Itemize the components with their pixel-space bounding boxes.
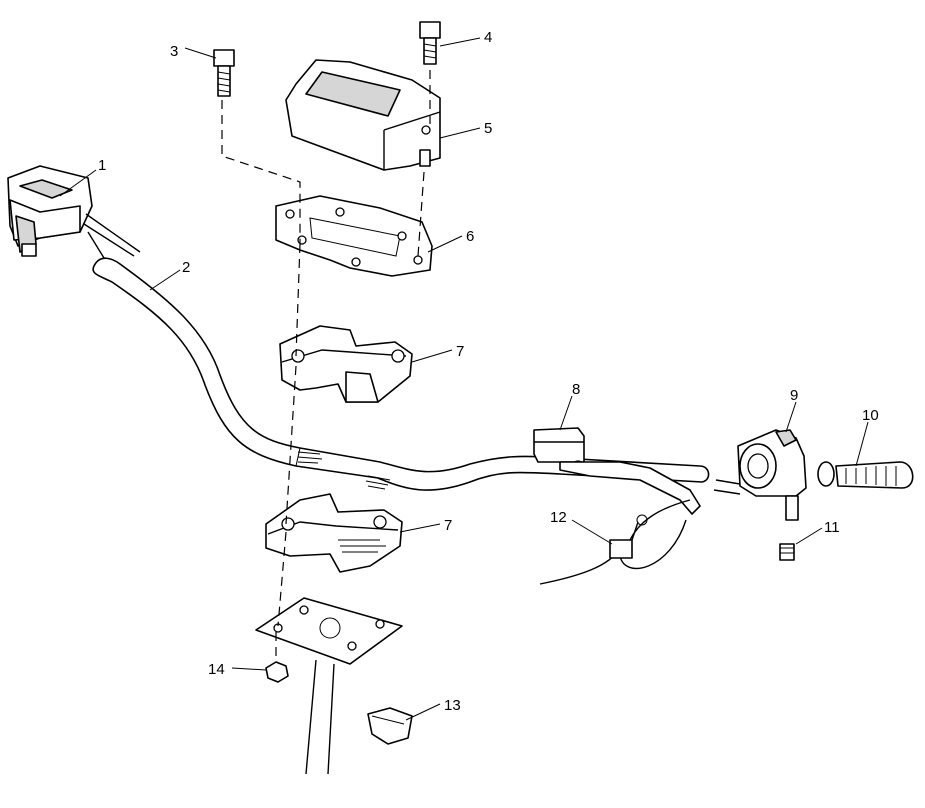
part-9-switch-housing bbox=[713, 429, 807, 521]
part-1-throttle-housing bbox=[7, 165, 141, 259]
leader-lines bbox=[59, 37, 869, 721]
part-5-cover bbox=[285, 59, 441, 171]
part-10-grip bbox=[817, 461, 914, 489]
part-13-clamp bbox=[367, 707, 413, 745]
callout-7-upper: 7 bbox=[456, 343, 464, 360]
callout-4: 4 bbox=[484, 29, 492, 46]
part-7-upper-clamp bbox=[279, 325, 413, 403]
callout-1: 1 bbox=[98, 157, 106, 174]
part-2-handlebar bbox=[92, 257, 710, 491]
callout-12: 12 bbox=[550, 509, 567, 526]
part-11-screw bbox=[779, 543, 795, 561]
part-3-bolt bbox=[213, 49, 235, 97]
part-14-nut bbox=[265, 661, 289, 683]
brake-lever bbox=[559, 461, 701, 515]
part-7-lower-clamp bbox=[265, 493, 403, 573]
callout-8: 8 bbox=[572, 381, 580, 398]
part-4-bolt bbox=[419, 21, 441, 65]
steering-post-plate bbox=[255, 597, 403, 775]
callout-2: 2 bbox=[182, 259, 190, 276]
callout-9: 9 bbox=[790, 387, 798, 404]
callout-5: 5 bbox=[484, 120, 492, 137]
callouts: 1 2 3 4 5 6 7 7 8 9 10 11 12 13 14 bbox=[98, 29, 879, 714]
assembly-lines bbox=[221, 70, 431, 662]
callout-3: 3 bbox=[170, 43, 178, 60]
callout-7-lower: 7 bbox=[444, 517, 452, 534]
part-12-connector bbox=[539, 499, 691, 585]
callout-13: 13 bbox=[444, 697, 461, 714]
callout-11: 11 bbox=[824, 519, 840, 536]
callout-14: 14 bbox=[208, 661, 225, 678]
part-6-plate bbox=[275, 195, 433, 277]
callout-6: 6 bbox=[466, 228, 474, 245]
callout-10: 10 bbox=[862, 407, 879, 424]
